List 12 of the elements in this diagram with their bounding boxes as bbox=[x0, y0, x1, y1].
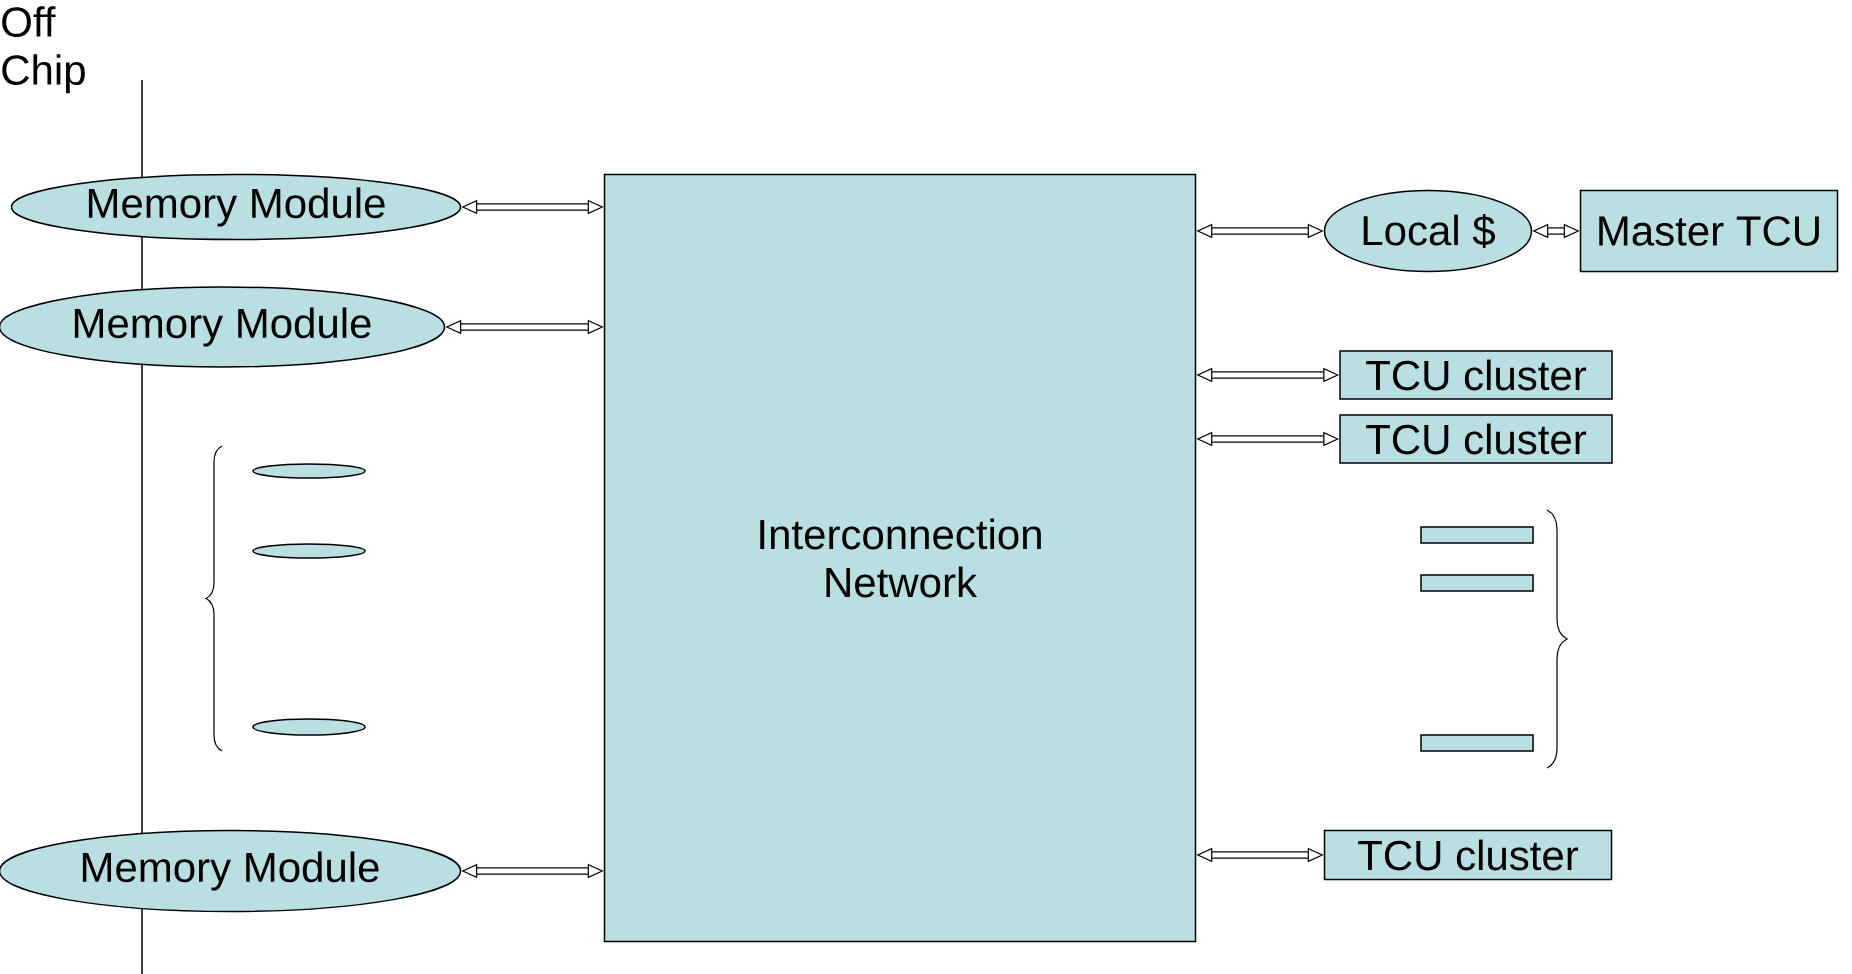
side-label: Off Chip bbox=[2, 6, 85, 94]
process-box: Master TCU bbox=[1579, 189, 1839, 273]
ellipse bbox=[252, 463, 366, 479]
network-box: Interconnection Network bbox=[603, 173, 1197, 943]
ellipse bbox=[252, 543, 366, 559]
ellipse bbox=[252, 718, 366, 736]
bar bbox=[1420, 526, 1534, 544]
bar bbox=[1420, 734, 1534, 752]
bar bbox=[1420, 574, 1534, 592]
cluster-box: TCU cluster bbox=[1339, 414, 1613, 464]
cluster-box: TCU cluster bbox=[1323, 829, 1613, 881]
cluster-box: TCU cluster bbox=[1339, 350, 1613, 400]
